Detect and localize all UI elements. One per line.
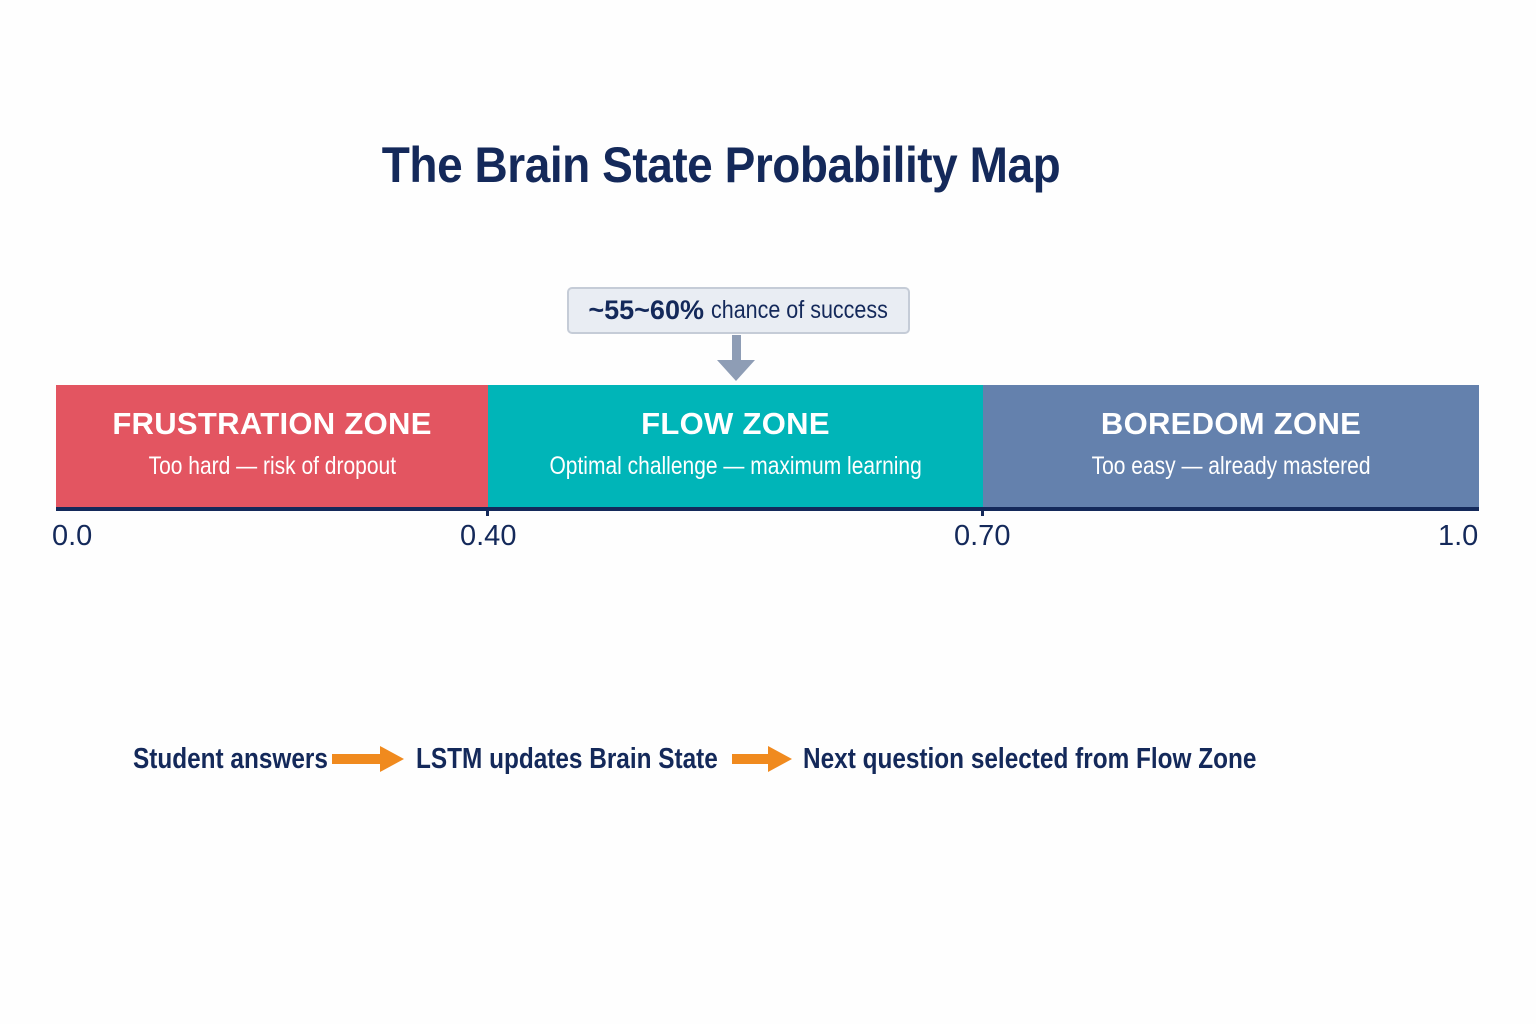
zone-name: BOREDOM ZONE bbox=[1100, 406, 1362, 441]
success-probability-callout: ~55~60% chance of success bbox=[567, 287, 910, 334]
axis-tick-label: 1.0 bbox=[1438, 520, 1479, 552]
flow-step-student-answers: Student answers bbox=[133, 742, 328, 775]
probability-bar: FRUSTRATION ZONE Too hard — risk of drop… bbox=[56, 385, 1479, 507]
axis-tick bbox=[981, 507, 984, 516]
axis-line bbox=[56, 507, 1479, 511]
page-title: The Brain State Probability Map bbox=[381, 137, 1061, 193]
zone-description: Optimal challenge — maximum learning bbox=[549, 452, 922, 480]
zone-description: Too easy — already mastered bbox=[1091, 452, 1371, 480]
boredom-zone: BOREDOM ZONE Too easy — already mastered bbox=[983, 385, 1479, 507]
flow-step-lstm-update: LSTM updates Brain State bbox=[416, 742, 718, 775]
process-flow: Student answers LSTM updates Brain State… bbox=[0, 739, 1536, 779]
down-arrow-icon bbox=[717, 335, 755, 381]
flow-zone: FLOW ZONE Optimal challenge — maximum le… bbox=[488, 385, 983, 507]
axis-tick-label: 0.40 bbox=[460, 520, 517, 552]
zone-name: FLOW ZONE bbox=[641, 406, 830, 441]
axis-tick-label: 0.70 bbox=[954, 520, 1011, 552]
callout-text: chance of success bbox=[710, 296, 888, 324]
axis-tick bbox=[486, 507, 489, 516]
frustration-zone: FRUSTRATION ZONE Too hard — risk of drop… bbox=[56, 385, 488, 507]
right-arrow-icon bbox=[332, 746, 404, 772]
callout-percent: ~55~60% bbox=[588, 295, 704, 325]
flow-step-next-question: Next question selected from Flow Zone bbox=[803, 742, 1257, 775]
axis-tick-label: 0.0 bbox=[52, 520, 93, 552]
right-arrow-icon bbox=[732, 746, 792, 772]
zone-description: Too hard — risk of dropout bbox=[148, 452, 396, 480]
zone-name: FRUSTRATION ZONE bbox=[112, 406, 432, 441]
